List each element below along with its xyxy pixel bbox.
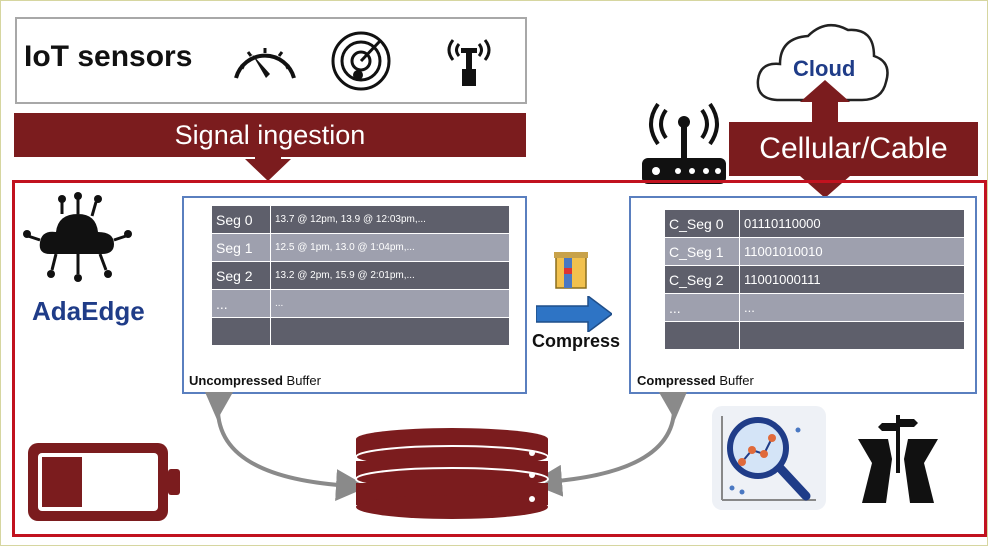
storage-link-arrows [202,392,690,502]
gauge-icon [234,48,296,79]
caption-bold: Compressed [637,373,716,388]
segment-values [739,321,965,350]
compressed-buffer-caption: Compressed Buffer [637,373,754,388]
cloud-label: Cloud [793,56,856,81]
table-row: C_Seg 1 11001010010 [664,237,965,266]
segment-values [270,317,510,346]
segment-id: Seg 1 [211,233,271,262]
uncompressed-buffer-caption: Uncompressed Buffer [189,373,321,388]
compress-label: Compress [532,331,621,351]
segment-id [211,317,271,346]
segment-id: C_Seg 2 [664,265,740,294]
signal-ingestion-banner: Signal ingestion [14,113,526,157]
radar-icon [331,31,391,91]
segment-values: 11001010010 [739,237,965,266]
table-row: Seg 1 12.5 @ 1pm, 13.0 @ 1:04pm,... [211,233,510,262]
table-row [211,317,510,346]
database-icon [355,428,549,519]
table-row: C_Seg 2 11001000111 [664,265,965,294]
uncompressed-segment-table: Seg 0 13.7 @ 12pm, 13.9 @ 12:03pm,... Se… [211,205,510,346]
caption-rest: Buffer [282,373,321,388]
table-row: C_Seg 0 01110110000 [664,209,965,238]
iot-chip-icon [23,192,132,282]
segment-values: ... [739,293,965,322]
table-row: Seg 2 13.2 @ 2pm, 15.9 @ 2:01pm,... [211,261,510,290]
antenna-icon [447,39,491,86]
caption-rest: Buffer [715,373,754,388]
segment-values: 13.7 @ 12pm, 13.9 @ 12:03pm,... [270,205,510,234]
archive-icon [554,252,588,289]
segment-id: ... [211,289,271,318]
cloud-icon [756,23,889,102]
segment-values: 12.5 @ 1pm, 13.0 @ 1:04pm,... [270,233,510,262]
table-row: ... ... [664,293,965,322]
cellular-cable-banner: Cellular/Cable [729,122,978,176]
segment-id: C_Seg 0 [664,209,740,238]
compress-arrow-icon [536,296,612,332]
segment-values: 11001000111 [739,265,965,294]
table-row: Seg 0 13.7 @ 12pm, 13.9 @ 12:03pm,... [211,205,510,234]
segment-values: 01110110000 [739,209,965,238]
table-row [664,321,965,350]
adaedge-label: AdaEdge [32,296,145,326]
road-fork-icon [858,415,938,503]
battery-icon [28,443,180,521]
segment-id: Seg 2 [211,261,271,290]
iot-sensors-box [15,17,527,104]
segment-id: Seg 0 [211,205,271,234]
down-arrow-icon [245,151,291,181]
segment-values: ... [270,289,510,318]
iot-sensors-title: IoT sensors [24,40,193,73]
segment-id: ... [664,293,740,322]
segment-id: C_Seg 1 [664,237,740,266]
adaedge-system-frame [12,180,987,537]
segment-id [664,321,740,350]
caption-bold: Uncompressed [189,373,283,388]
table-row: ... ... [211,289,510,318]
segment-values: 13.2 @ 2pm, 15.9 @ 2:01pm,... [270,261,510,290]
analytics-icon [712,406,826,510]
compressed-segment-table: C_Seg 0 01110110000 C_Seg 1 11001010010 … [664,209,965,350]
router-icon [642,102,726,184]
